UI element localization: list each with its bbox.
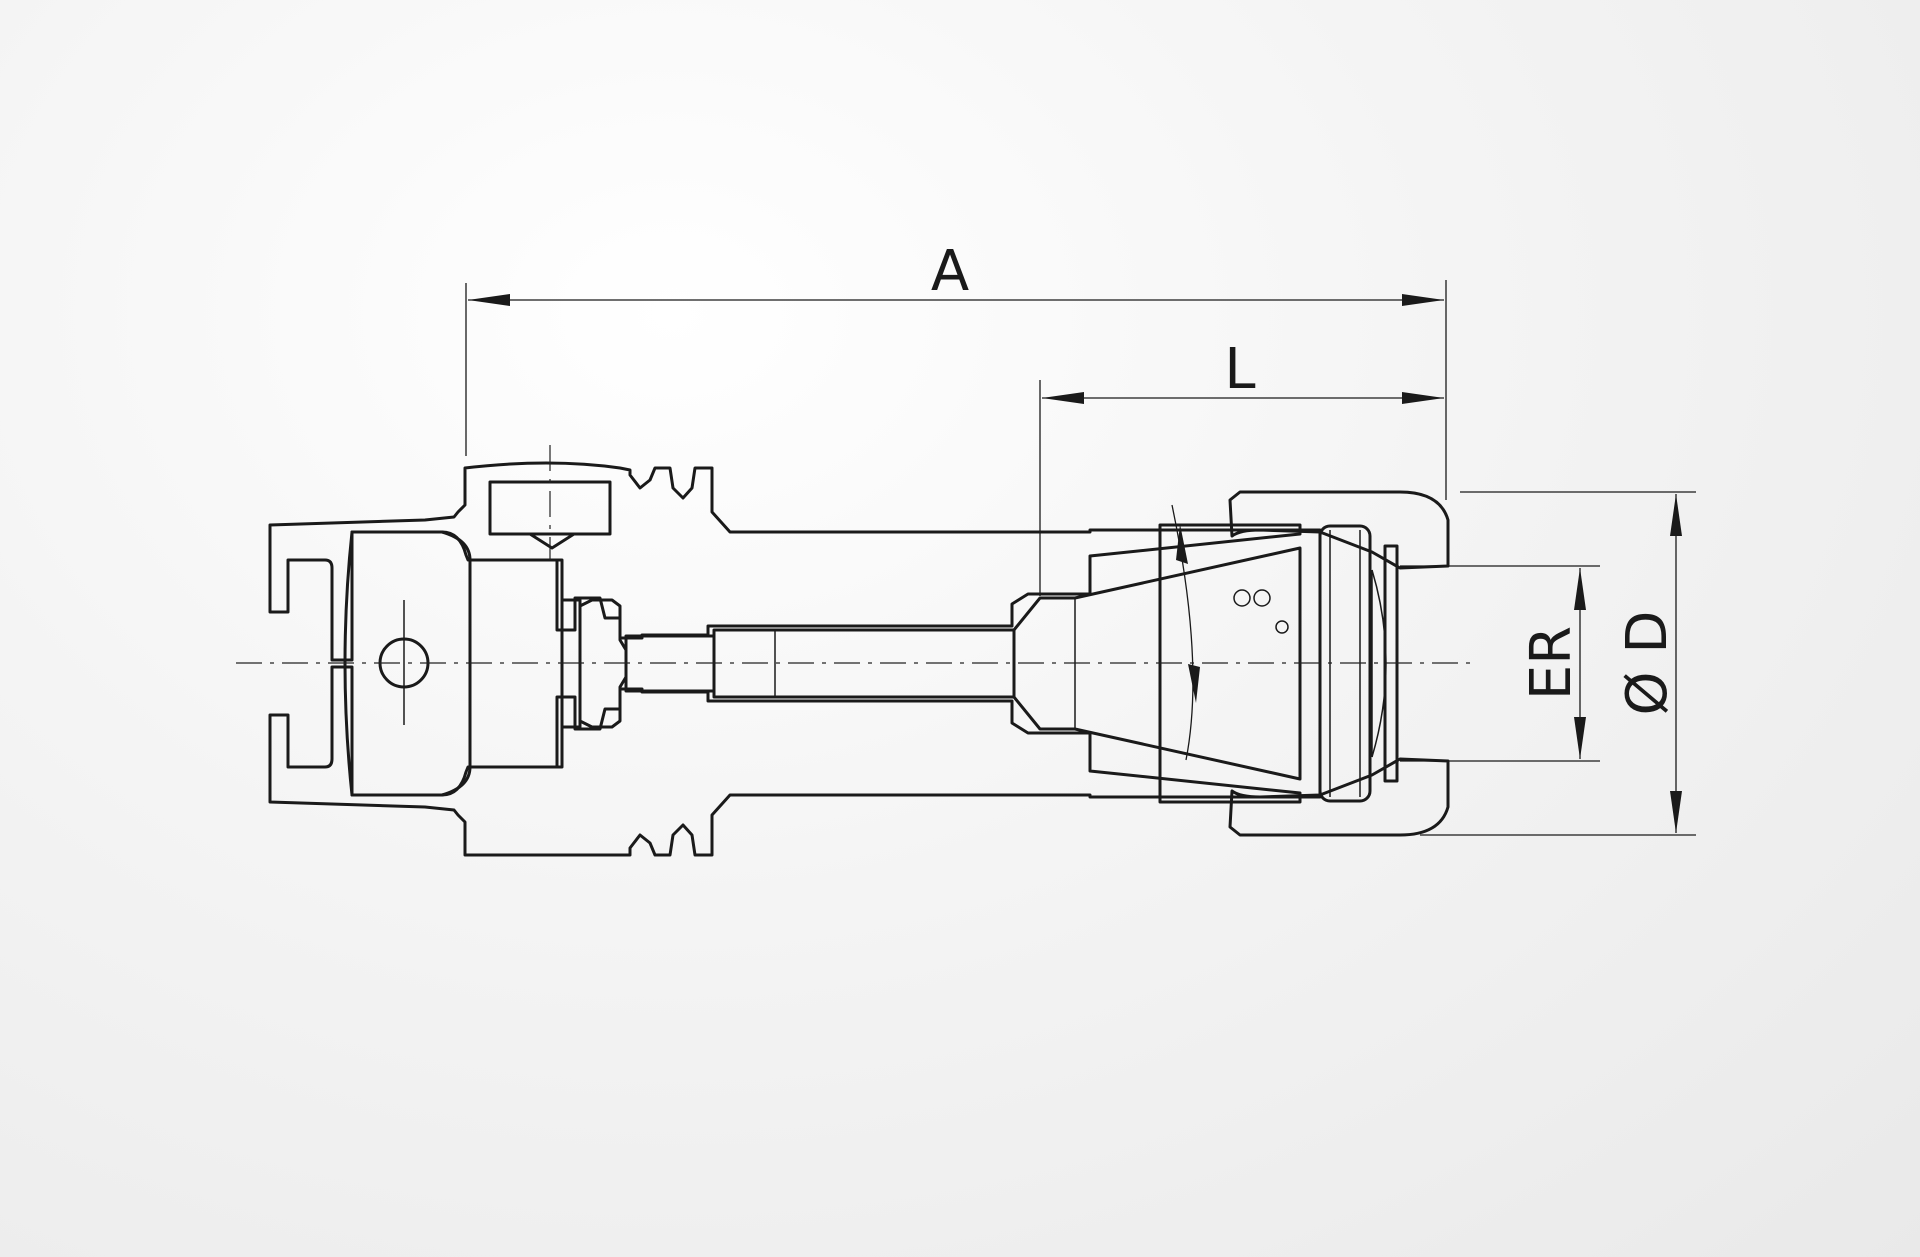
dimension-a: A	[465, 239, 1447, 500]
dimension-l: L	[1039, 337, 1444, 596]
small-hole-1	[1233, 589, 1251, 607]
dimension-label-l: L	[1224, 337, 1255, 402]
clamping-hole	[378, 589, 1289, 725]
small-hole-2	[1253, 589, 1271, 607]
dimension-label-d: Ø D	[1615, 611, 1680, 716]
small-hole-3	[1275, 620, 1289, 634]
taper-angle-arc	[1171, 504, 1200, 761]
dimension-label-a: A	[931, 239, 969, 304]
dimension-er: ER	[1400, 565, 1600, 762]
dimension-label-er: ER	[1519, 626, 1584, 700]
dimension-d: Ø D	[1420, 491, 1696, 836]
